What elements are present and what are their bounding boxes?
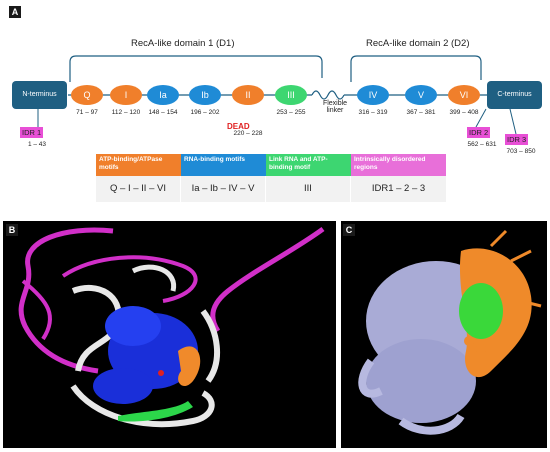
- panel-c-structure-image: [341, 221, 547, 448]
- idr-2-badge: IDR 2: [467, 127, 491, 138]
- idr-2-range: 562 – 631: [467, 141, 497, 148]
- panel-c-label: C: [343, 224, 355, 236]
- motif-3-oval: Ib: [189, 85, 221, 105]
- motif-8-range: 399 – 408: [449, 109, 479, 116]
- motif-4-oval: II: [232, 85, 264, 105]
- motif-0-oval: Q: [71, 85, 103, 105]
- panel-b-structure-image: [3, 221, 336, 448]
- motif-0-range: 71 – 97: [76, 109, 98, 116]
- idr-1-range: 1 – 43: [27, 141, 47, 148]
- motif-3-range: 196 – 202: [190, 109, 220, 116]
- domain-d2-title: RecA-like domain 2 (D2): [366, 38, 470, 49]
- linker-line2: linker: [326, 107, 344, 114]
- domain-d1-title: RecA-like domain 1 (D1): [131, 38, 235, 49]
- legend-header-rna: RNA-binding motifs: [181, 154, 266, 176]
- motif-5-oval: III: [275, 85, 307, 105]
- motif-1-oval: I: [110, 85, 142, 105]
- legend-value-idr: IDR1 – 2 – 3: [351, 176, 446, 202]
- idr-3-range: 703 – 850: [506, 148, 536, 155]
- motif-6-range: 316 – 319: [358, 109, 388, 116]
- c-terminus-box: C-terminus: [487, 81, 542, 109]
- motif-4-range: 220 – 228: [233, 130, 263, 137]
- idr-3-badge: IDR 3: [505, 134, 529, 145]
- linker-line1: Flexible: [322, 100, 348, 107]
- idr-1-badge: IDR 1: [20, 127, 44, 138]
- motif-2-range: 148 – 154: [148, 109, 178, 116]
- panel-b-label: B: [6, 224, 18, 236]
- motif-8-oval: VI: [448, 85, 480, 105]
- legend-value-rna: Ia – Ib – IV – V: [181, 176, 266, 202]
- panel-b-ribbon-render: [18, 226, 325, 427]
- motif-1-range: 112 – 120: [111, 109, 141, 116]
- legend-value-atp: Q – I – II – VI: [96, 176, 181, 202]
- panel-a-label: A: [9, 6, 21, 18]
- legend-header-atp: ATP-binding/ATPase motifs: [96, 154, 181, 176]
- n-terminus-box: N-terminus: [12, 81, 67, 109]
- motif-5-range: 253 – 255: [276, 109, 306, 116]
- panel-c-ribbon-render: [358, 229, 542, 435]
- motif-7-oval: V: [405, 85, 437, 105]
- motif-6-oval: IV: [357, 85, 389, 105]
- flexible-linker-label: Flexible linker: [319, 100, 351, 114]
- motif-2-oval: Ia: [147, 85, 179, 105]
- motif-7-range: 367 – 381: [406, 109, 436, 116]
- legend-value-link: III: [266, 176, 351, 202]
- legend-header-link: Link RNA and ATP-binding motif: [266, 154, 351, 176]
- dead-label: DEAD: [227, 122, 250, 131]
- legend-header-idr: Intrinsically disordered regions: [351, 154, 446, 176]
